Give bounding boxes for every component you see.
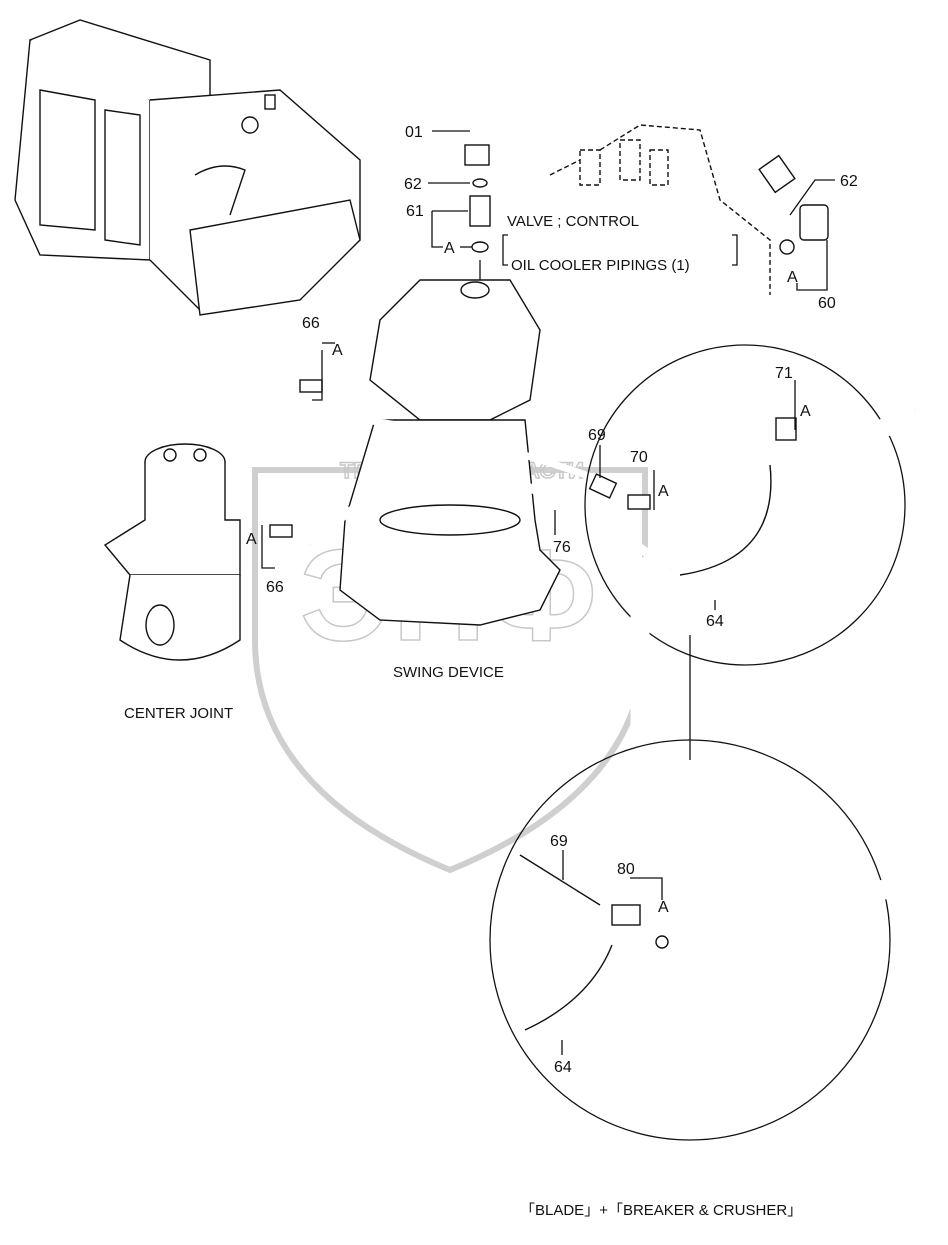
o-ring-80 — [655, 935, 669, 949]
adapter-61 — [469, 195, 491, 227]
callout-80: 80 — [617, 861, 635, 878]
callout-a-66-left: A — [246, 531, 257, 548]
o-ring-62-right — [779, 239, 795, 255]
callout-01: 01 — [405, 124, 423, 141]
callout-64: 64 — [706, 613, 724, 630]
callout-a-right: A — [787, 269, 798, 286]
hose-01-nut — [464, 144, 490, 166]
center-joint-illustration — [103, 443, 241, 661]
callout-61: 61 — [406, 203, 424, 220]
fitting-70 — [627, 494, 651, 510]
callout-a: A — [444, 240, 455, 257]
label-footer: 「BLADE」+「BREAKER & CRUSHER」 — [520, 1202, 802, 1219]
swing-device-illustration — [339, 279, 561, 626]
callout-a-66: A — [332, 342, 343, 359]
callout-64-lower: 64 — [554, 1059, 572, 1076]
detail-circle-1 — [584, 344, 906, 666]
label-valve-control: VALVE ; CONTROL — [507, 213, 639, 230]
pipe-lower — [639, 879, 891, 1115]
o-ring-a — [471, 241, 489, 253]
callout-69: 69 — [588, 427, 606, 444]
callout-a-70: A — [658, 483, 669, 500]
callout-a-80: A — [658, 899, 669, 916]
control-valve-illustration — [549, 124, 771, 295]
callout-69-lower: 69 — [550, 833, 568, 850]
tee-80 — [611, 904, 641, 926]
label-center-joint: CENTER JOINT — [124, 705, 233, 722]
hose-01-end-nut — [758, 154, 796, 194]
leader-lines — [261, 130, 835, 1055]
hose-69-lower — [519, 854, 601, 906]
label-oil-cooler-pipings: OIL COOLER PIPINGS (1) — [511, 257, 690, 274]
callout-66-left: 66 — [266, 579, 284, 596]
elbow-71 — [775, 417, 797, 441]
callout-76: 76 — [553, 539, 571, 556]
detail-circle-2 — [489, 739, 891, 1141]
callout-60: 60 — [818, 295, 836, 312]
callout-71: 71 — [775, 365, 793, 382]
hose-01-inner — [464, 81, 774, 170]
adapter-66-left — [269, 524, 293, 538]
pipe-right — [639, 409, 916, 735]
callout-66-top: 66 — [302, 315, 320, 332]
elbow-60 — [799, 204, 829, 241]
fitting-69 — [588, 473, 618, 499]
callout-62-right: 62 — [840, 173, 858, 190]
excavator-illustration — [14, 19, 361, 316]
label-swing-device: SWING DEVICE — [393, 664, 504, 681]
hose-64-lower — [524, 944, 613, 1031]
callout-62: 62 — [404, 176, 422, 193]
o-ring-62 — [472, 178, 488, 188]
callout-a-71: A — [800, 403, 811, 420]
callout-70: 70 — [630, 449, 648, 466]
adapter-66-top — [299, 379, 323, 393]
hose-64 — [679, 464, 772, 576]
